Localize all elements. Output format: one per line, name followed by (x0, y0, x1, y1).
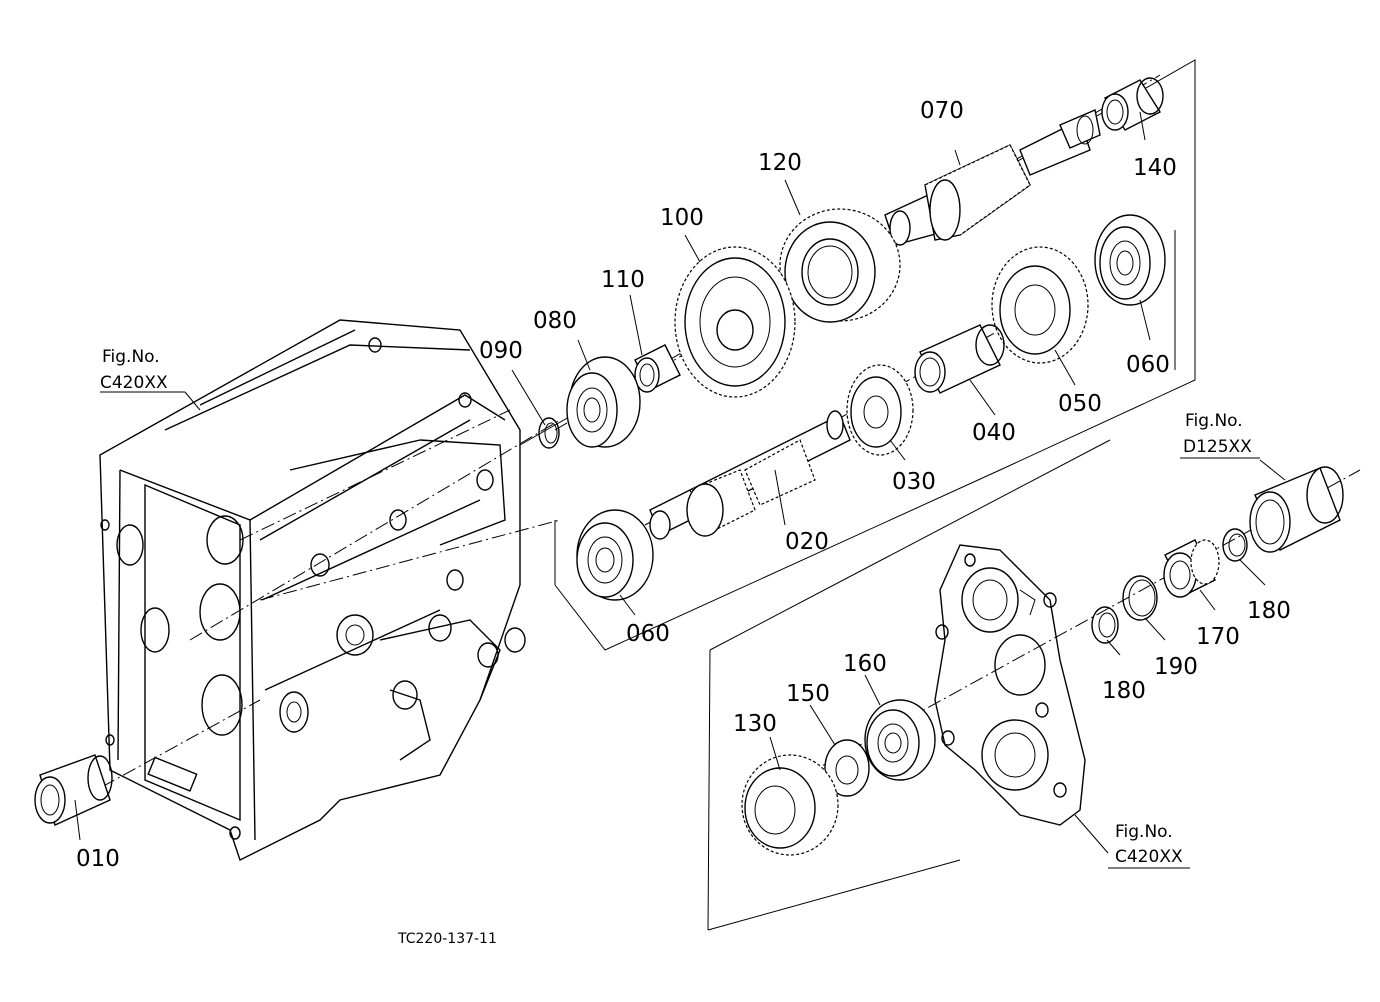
ball-bearing-080 (566, 356, 641, 448)
part-label-140: 140 (1133, 155, 1177, 181)
ball-bearing-160 (864, 699, 936, 781)
part-number-labels: 010 020 030 040 050 060 060 070 080 090 … (76, 98, 1291, 872)
sleeve-040 (914, 324, 1005, 394)
collar-150 (824, 739, 870, 797)
snap-ring-190 (1122, 575, 1158, 621)
part-label-020: 020 (785, 529, 829, 555)
fig-ref-b-title: Fig.No. (1185, 411, 1243, 431)
gear-100 (674, 246, 796, 398)
part-label-190: 190 (1154, 654, 1198, 680)
fig-ref-b-code: D125XX (1183, 437, 1252, 457)
part-label-180-upper: 180 (1247, 598, 1291, 624)
part-label-060-lower: 060 (626, 621, 670, 647)
part-label-060-upper: 060 (1126, 352, 1170, 378)
part-label-100: 100 (660, 205, 704, 231)
gear-050 (991, 246, 1089, 364)
fig-ref-c-title: Fig.No. (1115, 822, 1173, 842)
part-label-180-lower: 180 (1102, 678, 1146, 704)
part-label-080: 080 (533, 308, 577, 334)
gear-case-housing (99, 319, 526, 861)
cover-housing (934, 544, 1086, 826)
fig-reference-c: Fig.No. C420XX (1108, 822, 1190, 869)
gear-120 (779, 208, 901, 323)
circlip-180-upper (1222, 528, 1248, 562)
part-label-070: 070 (920, 98, 964, 124)
circlip-180-lower (1091, 606, 1119, 644)
needle-bearing-170 (1163, 539, 1220, 598)
needle-bearing-140 (1101, 77, 1164, 131)
gear-030 (846, 364, 914, 456)
reference-sleeve (1249, 466, 1344, 553)
drawing-id: TC220-137-11 (397, 931, 497, 947)
gear-130 (741, 754, 839, 856)
part-label-110: 110 (601, 267, 645, 293)
part-label-170: 170 (1196, 624, 1240, 650)
fig-reference-b: Fig.No. D125XX (1180, 411, 1260, 459)
fig-ref-a-code: C420XX (100, 373, 168, 393)
counter-shaft-020 (649, 410, 851, 540)
output-shaft-070 (884, 109, 1101, 246)
part-label-090: 090 (479, 338, 523, 364)
bushing-010 (34, 754, 113, 826)
ball-bearing-060-upper (1094, 214, 1166, 306)
fig-ref-c-code: C420XX (1115, 847, 1183, 867)
part-label-030: 030 (892, 469, 936, 495)
part-label-120: 120 (758, 150, 802, 176)
leader-lines (74, 111, 1286, 854)
part-label-150: 150 (786, 681, 830, 707)
part-label-040: 040 (972, 420, 1016, 446)
needle-bearing-110 (634, 344, 681, 393)
part-label-160: 160 (843, 651, 887, 677)
circlip-090 (538, 417, 560, 449)
ball-bearing-060-lower (576, 509, 654, 601)
part-label-050: 050 (1058, 391, 1102, 417)
part-label-130: 130 (733, 711, 777, 737)
fig-reference-a: Fig.No. C420XX (100, 347, 185, 393)
part-label-010: 010 (76, 846, 120, 872)
assembly-brackets (519, 59, 1196, 931)
fig-ref-a-title: Fig.No. (102, 347, 160, 367)
